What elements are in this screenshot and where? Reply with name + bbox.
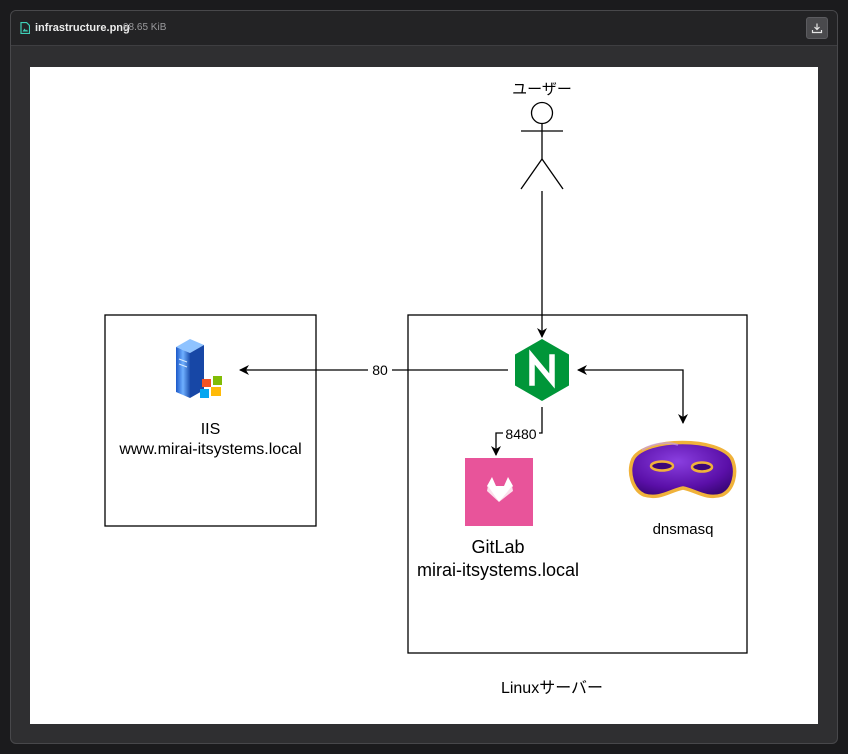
user-actor-icon	[520, 101, 564, 190]
nginx-dnsmasq-arrow	[577, 365, 688, 424]
port-8480-label: 8480	[503, 426, 539, 443]
nginx-icon	[515, 339, 569, 401]
image-viewer-window: infrastructure.png 98.65 KiB	[10, 10, 838, 744]
download-icon	[811, 23, 823, 34]
linux-server-label: Linuxサーバー	[500, 680, 604, 697]
dnsmasq-label: dnsmasq	[652, 521, 714, 538]
file-name: infrastructure.png	[35, 22, 130, 34]
image-file-icon	[20, 22, 30, 34]
port-80-label: 80	[368, 362, 392, 379]
dnsmasq-mask-icon	[628, 440, 737, 499]
iis-name-label: IIS	[200, 421, 221, 438]
gitlab-host-label: mirai-itsystems.local	[416, 560, 580, 580]
windows-server-icon	[176, 339, 222, 398]
diagram-svg	[104, 101, 748, 654]
gitlab-icon	[465, 458, 533, 526]
gitlab-name-label: GitLab	[471, 537, 525, 557]
file-size: 98.65 KiB	[123, 22, 167, 33]
download-button[interactable]	[806, 17, 828, 39]
title-bar: infrastructure.png 98.65 KiB	[11, 11, 837, 46]
user-label: ユーザー	[512, 81, 572, 98]
linux-server-box	[407, 314, 748, 654]
iis-server-box	[104, 314, 317, 527]
iis-host-label: www.mirai-itsystems.local	[119, 441, 302, 458]
diagram-canvas: ユーザー IIS www.mirai-itsystems.local 80 84…	[30, 67, 818, 724]
